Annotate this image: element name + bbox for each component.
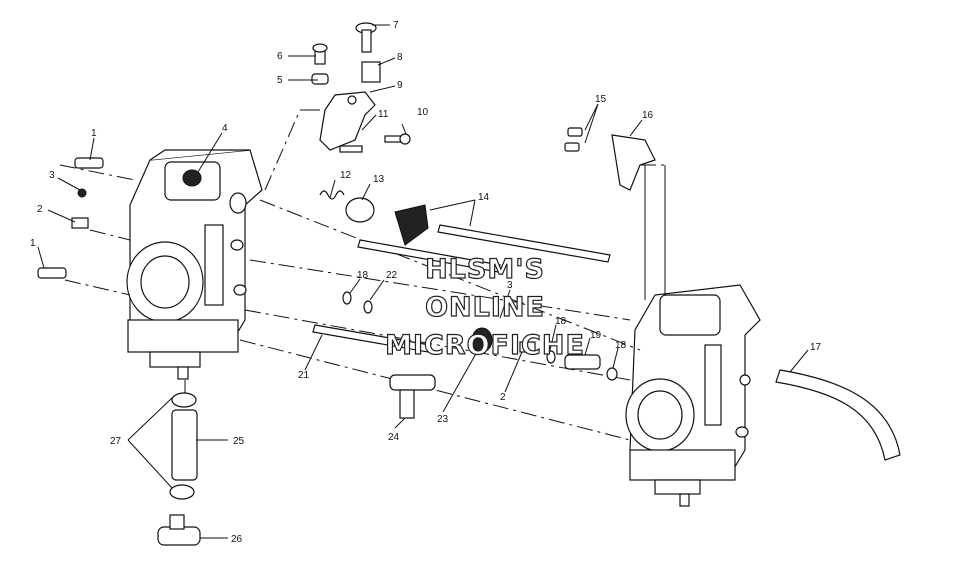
callout-19: 19 xyxy=(590,330,602,341)
bolts xyxy=(37,157,618,381)
alignment-lines xyxy=(59,109,666,441)
left-carburetor xyxy=(126,149,263,380)
right-carburetor xyxy=(625,284,761,507)
callout-5: 5 xyxy=(277,75,283,86)
tee-26 xyxy=(157,514,201,546)
callout-24: 24 xyxy=(388,432,400,443)
callout-26: 26 xyxy=(231,534,243,545)
watermark-line-3: MICROFICHE xyxy=(385,330,585,361)
callout-25: 25 xyxy=(233,436,245,447)
callout-14: 14 xyxy=(478,192,490,203)
callout-27: 27 xyxy=(110,436,122,447)
callout-22: 22 xyxy=(386,270,398,281)
hose-17 xyxy=(775,369,901,461)
callout-2-center: 2 xyxy=(500,392,506,403)
hose-25 xyxy=(169,392,198,500)
callout-16: 16 xyxy=(642,110,654,121)
callout-17: 17 xyxy=(810,342,822,353)
callout-10: 10 xyxy=(417,107,429,118)
callout-6: 6 xyxy=(277,51,283,62)
callout-7: 7 xyxy=(393,20,399,31)
callout-1-bottom: 1 xyxy=(30,238,36,249)
callout-labels: 1 1 2 2 3 3 4 5 6 7 8 9 10 11 12 13 14 1… xyxy=(30,20,822,545)
callout-1-top: 1 xyxy=(91,128,97,139)
callout-21: 21 xyxy=(298,370,310,381)
callout-11: 11 xyxy=(378,109,389,120)
callout-3-center: 3 xyxy=(507,280,513,291)
right-bracket xyxy=(564,127,656,191)
callout-18-center: 18 xyxy=(555,316,567,327)
watermark-line-2: ONLINE xyxy=(425,292,545,323)
callout-15: 15 xyxy=(595,94,607,105)
callout-3-left: 3 xyxy=(49,170,55,181)
callout-2-left: 2 xyxy=(37,204,43,215)
watermark-line-1: HLSM'S xyxy=(425,254,545,285)
leader-lines xyxy=(37,24,809,539)
top-linkage xyxy=(311,22,411,153)
throttle-shaft xyxy=(312,190,611,353)
callout-9: 9 xyxy=(397,80,403,91)
callout-18-left: 18 xyxy=(357,270,369,281)
watermark: HLSM'S ONLINE MICROFICHE xyxy=(384,253,585,361)
callout-12: 12 xyxy=(340,170,352,181)
callout-13: 13 xyxy=(373,174,385,185)
callout-4: 4 xyxy=(222,123,228,134)
fuel-tee-24 xyxy=(389,374,436,419)
callout-8: 8 xyxy=(397,52,403,63)
callout-18-right: 18 xyxy=(615,340,627,351)
callout-23: 23 xyxy=(437,414,449,425)
